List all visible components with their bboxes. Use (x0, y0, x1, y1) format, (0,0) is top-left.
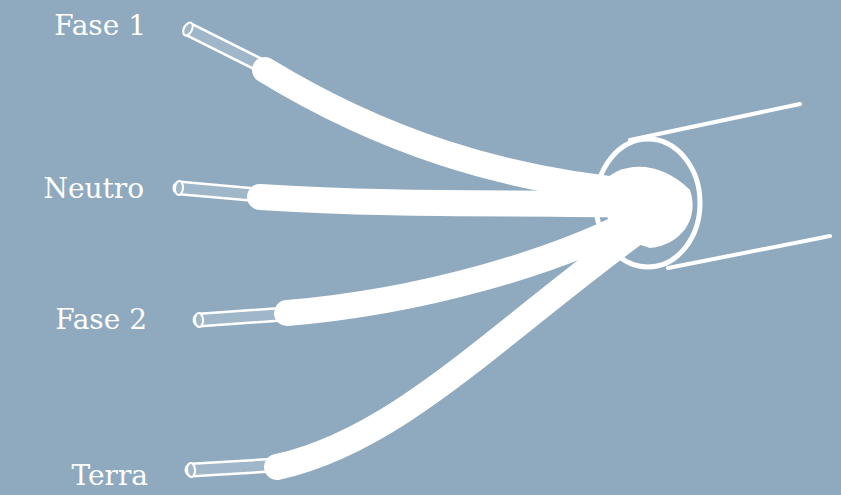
cable-sheath (596, 139, 700, 267)
wire-label: Fase 1 (54, 9, 146, 43)
conductor-tips (174, 21, 285, 477)
wire-label: Fase 2 (55, 303, 147, 337)
sheath-line (630, 104, 800, 140)
wire-bundle (600, 167, 693, 248)
insulated-wires (260, 70, 650, 467)
wire-label: Neutro (43, 172, 144, 206)
wire-label: Terra (71, 459, 148, 493)
